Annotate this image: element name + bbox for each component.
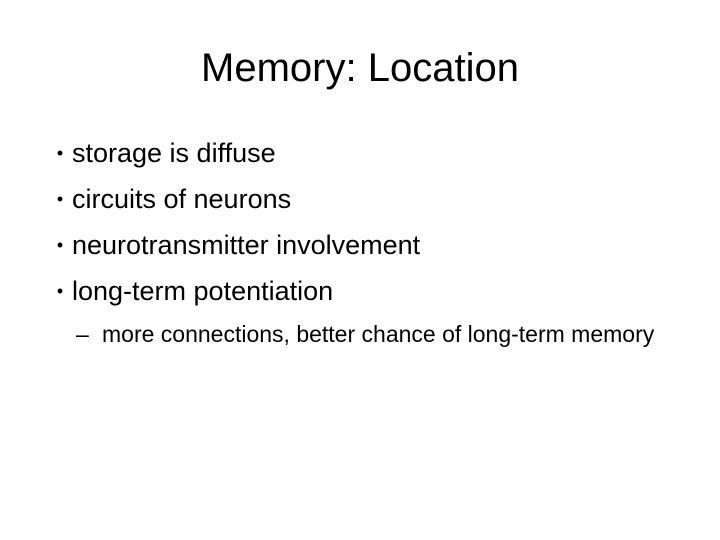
bullet-text: storage is diffuse <box>72 138 276 168</box>
sub-bullet-text: more connections, better chance of long-… <box>102 321 655 347</box>
bullet-item: • circuits of neurons <box>54 176 674 222</box>
bullet-item: • storage is diffuse <box>54 130 674 176</box>
bullet-dot-icon: • <box>56 235 64 255</box>
bullet-text: neurotransmitter involvement <box>72 230 421 260</box>
slide-title: Memory: Location <box>201 46 519 90</box>
bullet-item: • long-term potentiation <box>54 268 674 314</box>
bullet-text: circuits of neurons <box>72 184 292 214</box>
sub-bullet-item: – more connections, better chance of lon… <box>76 318 662 350</box>
dash-icon: – <box>76 321 89 347</box>
bullet-dot-icon: • <box>56 281 64 301</box>
bullet-dot-icon: • <box>56 143 64 163</box>
bullet-text: long-term potentiation <box>72 276 334 306</box>
bullet-item: • neurotransmitter involvement <box>54 222 674 268</box>
bullet-dot-icon: • <box>56 189 64 209</box>
bullet-list: • storage is diffuse • circuits of neuro… <box>54 130 674 314</box>
